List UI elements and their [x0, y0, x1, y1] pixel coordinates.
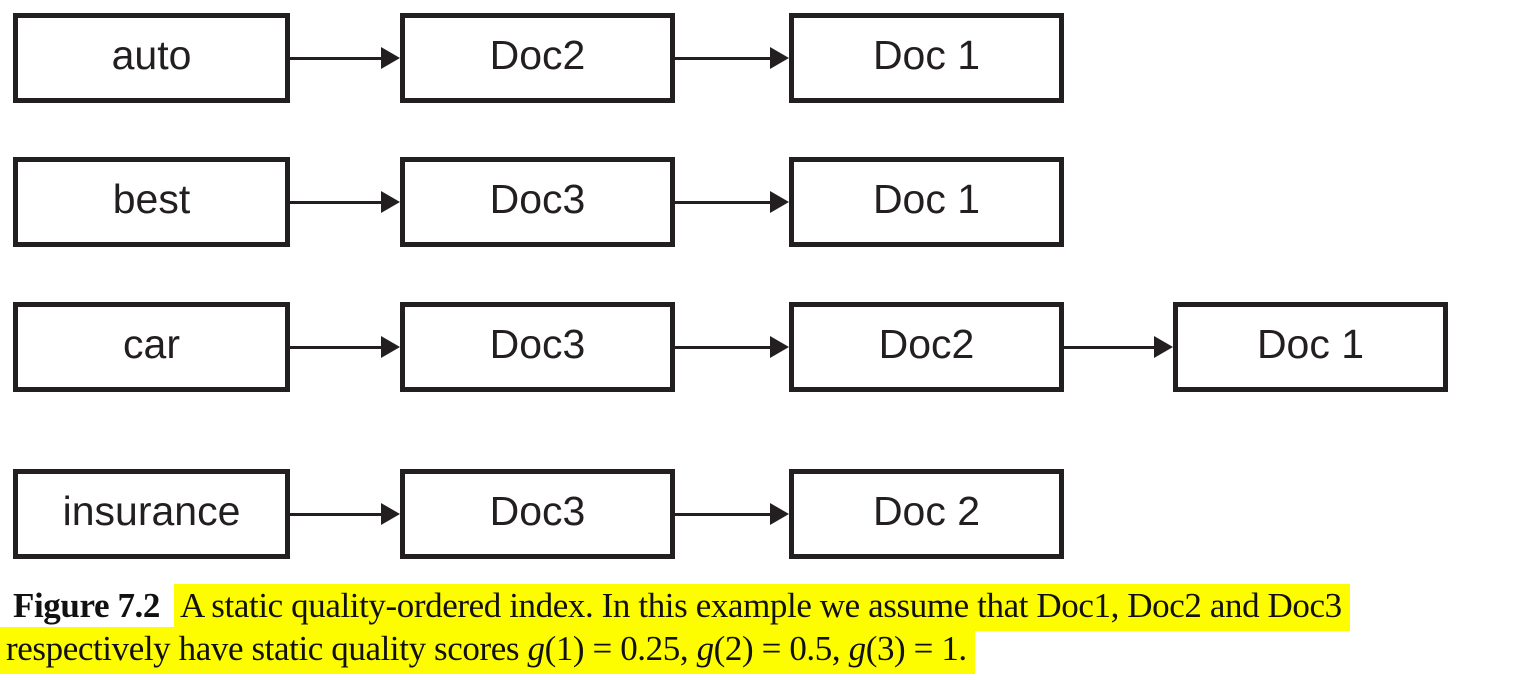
term-box-auto-label: auto: [111, 31, 192, 78]
posting-box: Doc 1: [1173, 302, 1448, 392]
posting-box: Doc3: [400, 302, 675, 392]
posting-box-label: Doc3: [489, 487, 586, 534]
math-variable: g: [848, 629, 867, 668]
arrow-right-icon: [675, 503, 789, 525]
posting-box: Doc2: [400, 13, 675, 103]
arrow-right-icon: [1064, 336, 1173, 358]
arrow-right-icon: [675, 336, 789, 358]
posting-box-label: Doc 1: [872, 31, 981, 78]
posting-box-label: Doc3: [489, 320, 586, 367]
arrow-shaft: [675, 345, 774, 349]
posting-box-label: Doc 1: [1256, 320, 1365, 367]
figure-caption-label: Figure 7.2: [13, 586, 161, 625]
posting-box-label: Doc 2: [872, 487, 981, 534]
arrow-right-icon: [675, 47, 789, 69]
posting-box-label: Doc3: [489, 175, 586, 222]
math-variable: g: [527, 629, 545, 668]
posting-box: Doc3: [400, 469, 675, 559]
arrow-right-icon: [290, 336, 400, 358]
arrow-head: [770, 336, 789, 358]
arrow-shaft: [675, 512, 774, 516]
arrow-shaft: [290, 200, 385, 204]
arrow-head: [381, 191, 400, 213]
arrow-shaft: [290, 56, 385, 60]
posting-box: Doc2: [789, 302, 1064, 392]
posting-box-label: Doc2: [878, 320, 975, 367]
arrow-shaft: [1064, 345, 1158, 349]
arrow-head: [381, 336, 400, 358]
arrow-head: [770, 47, 789, 69]
term-box-best-label: best: [112, 175, 191, 222]
figure-caption-text-line-1: A static quality-ordered index. In this …: [174, 584, 1350, 631]
figure-caption-text-line-2: respectively have static quality scores …: [0, 627, 975, 674]
arrow-shaft: [290, 512, 385, 516]
term-box-insurance-label: insurance: [62, 487, 241, 534]
term-box-car-label: car: [123, 320, 180, 367]
caption-text-segment: respectively have static quality scores: [6, 629, 528, 668]
math-variable: g: [696, 629, 715, 668]
term-box-best: best: [13, 157, 290, 247]
arrow-shaft: [675, 56, 774, 60]
term-box-car: car: [13, 302, 290, 392]
arrow-head: [770, 503, 789, 525]
arrow-head: [381, 47, 400, 69]
arrow-right-icon: [675, 191, 789, 213]
posting-box-label: Doc 1: [872, 175, 981, 222]
posting-box: Doc3: [400, 157, 675, 247]
arrow-right-icon: [290, 191, 400, 213]
arrow-right-icon: [290, 47, 400, 69]
posting-box-label: Doc2: [489, 31, 586, 78]
figure-caption-line-1: Figure 7.2 A static quality-ordered index…: [13, 584, 1350, 631]
arrow-shaft: [675, 200, 774, 204]
caption-text-segment: (3) = 1.: [865, 629, 968, 668]
posting-box: Doc 1: [789, 157, 1064, 247]
arrow-shaft: [290, 345, 385, 349]
caption-text-segment: (2) = 0.5,: [713, 629, 849, 668]
term-box-insurance: insurance: [13, 469, 290, 559]
posting-box: Doc 2: [789, 469, 1064, 559]
posting-box: Doc 1: [789, 13, 1064, 103]
arrow-head: [1154, 336, 1173, 358]
arrow-right-icon: [290, 503, 400, 525]
caption-text-segment: (1) = 0.25,: [544, 629, 697, 668]
arrow-head: [770, 191, 789, 213]
figure-caption-line-2: respectively have static quality scores …: [0, 627, 975, 674]
arrow-head: [381, 503, 400, 525]
term-box-auto: auto: [13, 13, 290, 103]
